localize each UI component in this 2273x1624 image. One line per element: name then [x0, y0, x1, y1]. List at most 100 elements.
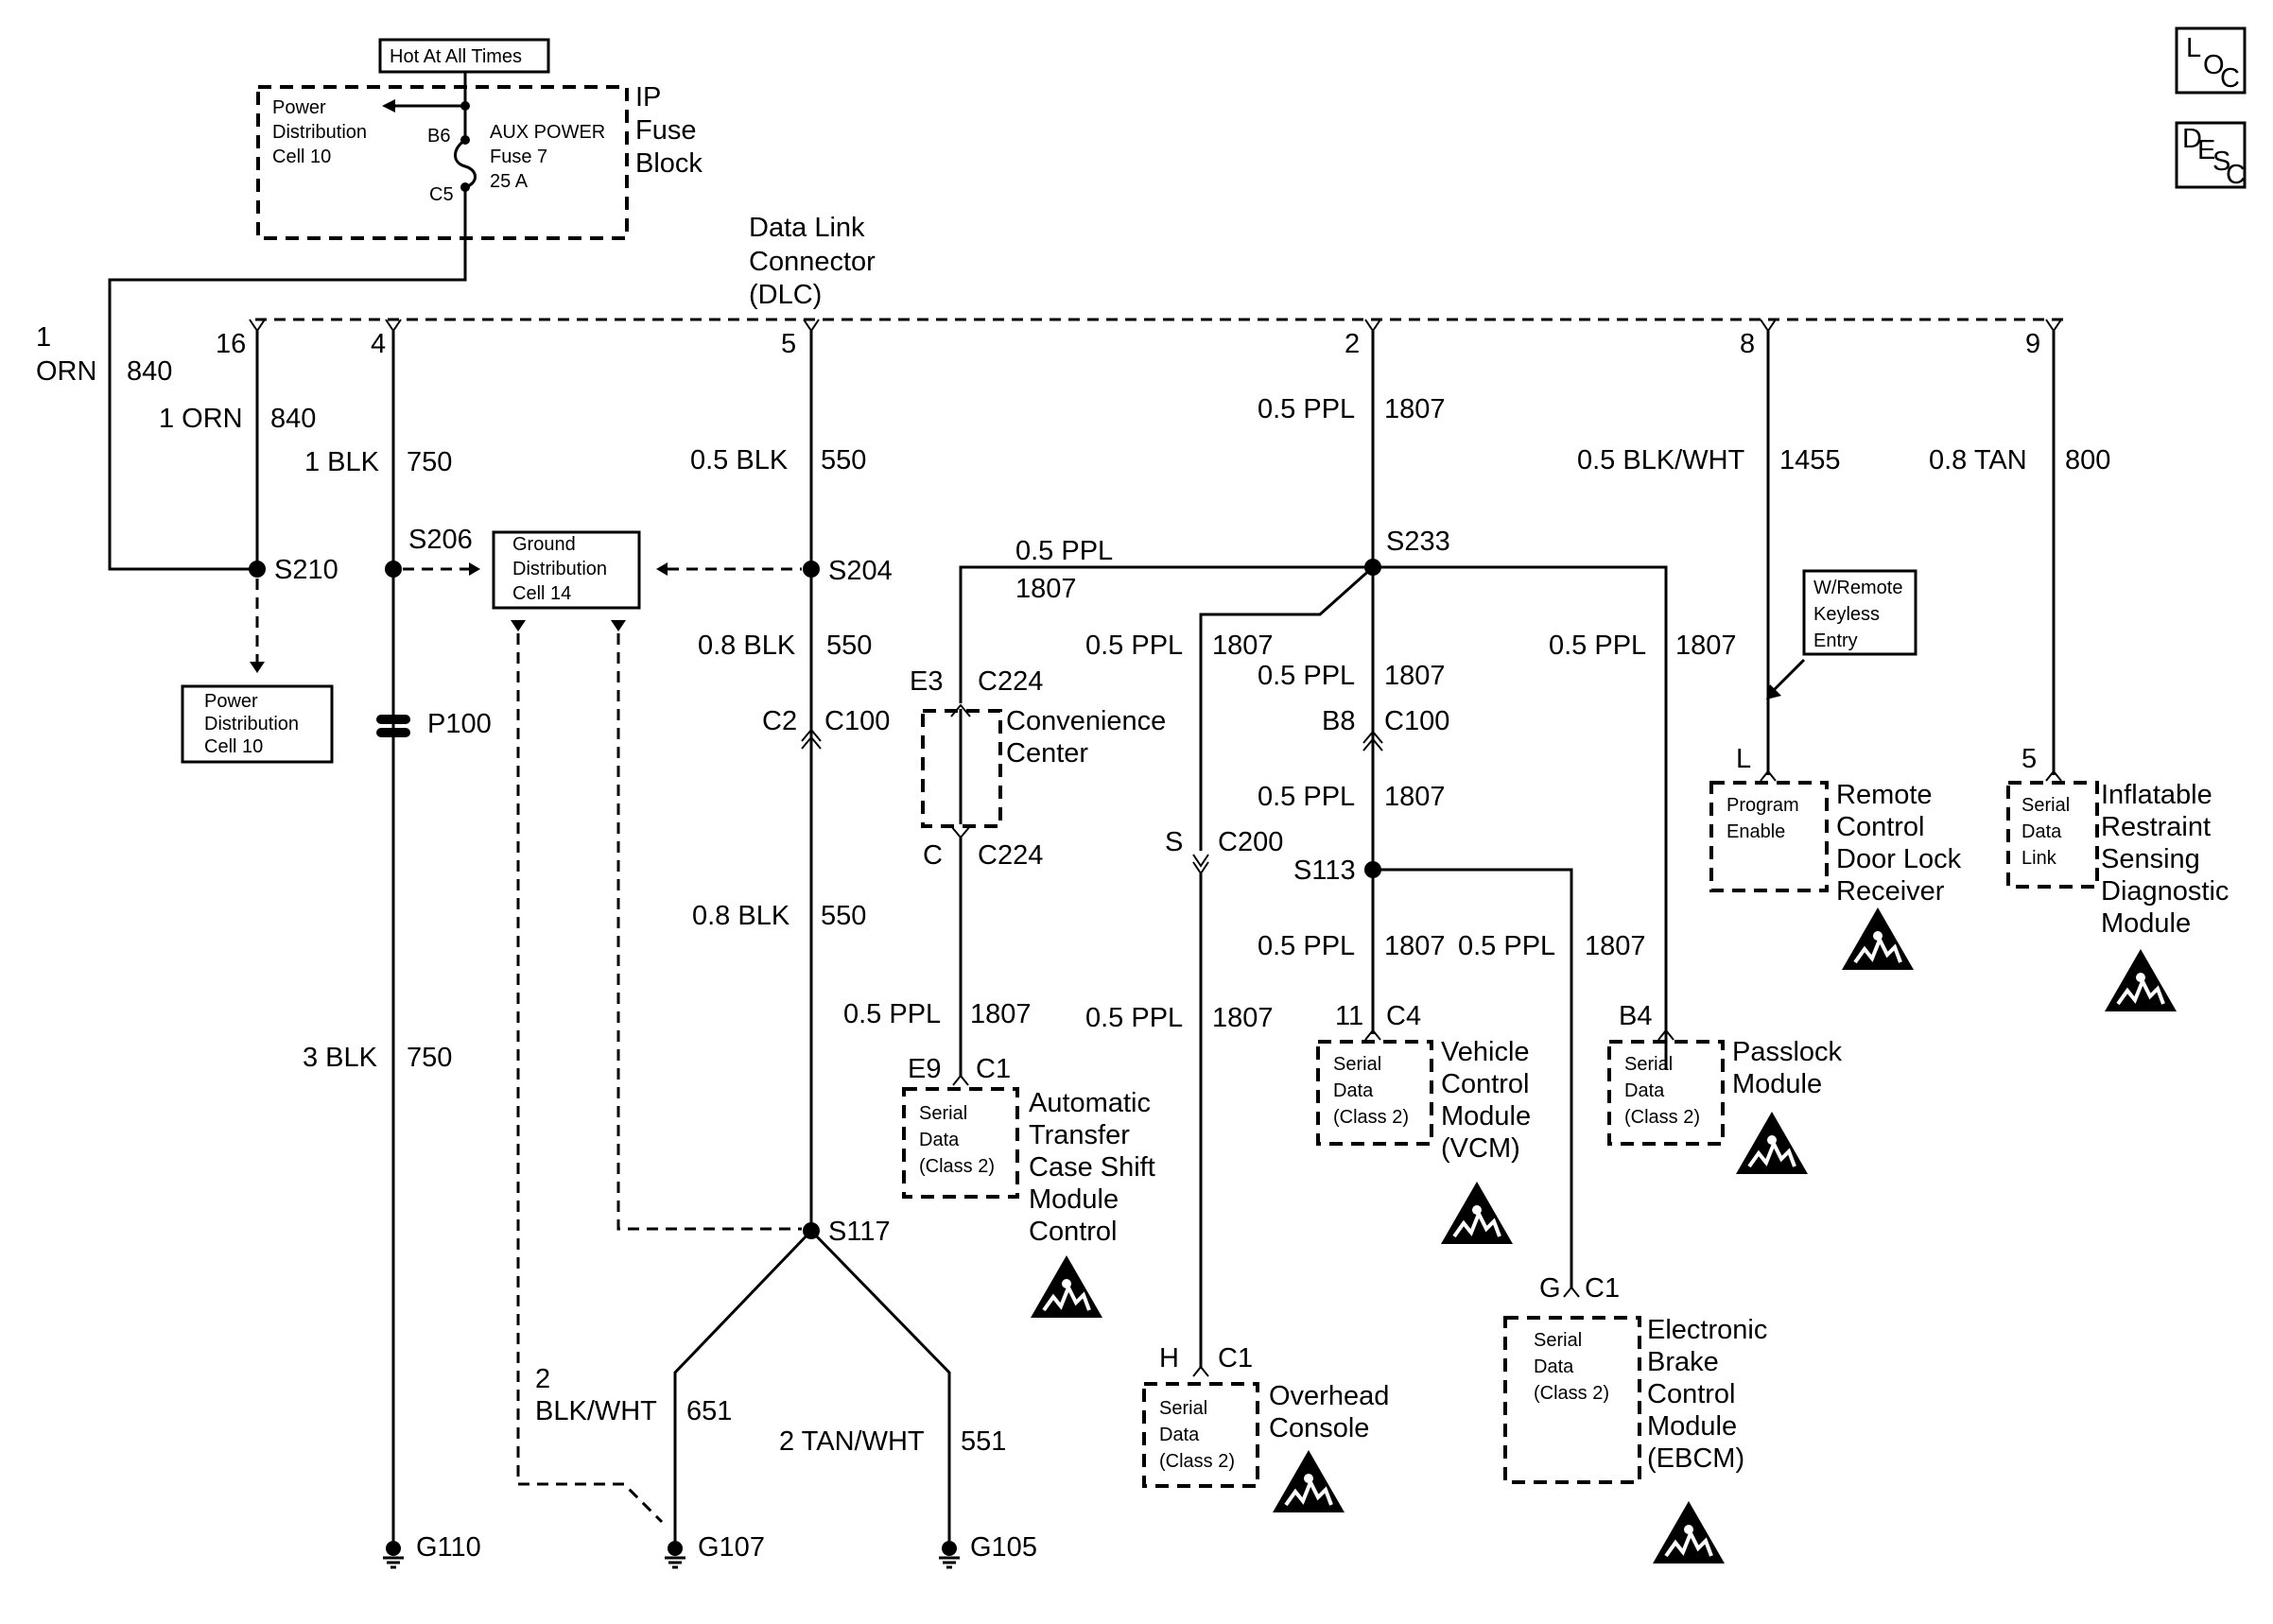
svg-text:Fuse: Fuse: [635, 115, 696, 146]
ebcm-serial-data-box: Serial Data (Class 2): [1503, 1316, 1641, 1484]
wire-label-08tan-800: 0.8 TAN 800: [1929, 445, 2110, 475]
svg-text:1807: 1807: [1384, 782, 1446, 812]
svg-text:0.5 PPL: 0.5 PPL: [1258, 782, 1355, 812]
svg-text:Electronic: Electronic: [1647, 1315, 1767, 1345]
wire-label-1orn-840-b: 1 ORN 840: [159, 404, 316, 434]
svg-text:G: G: [1539, 1273, 1561, 1304]
connector-p100: P100: [376, 709, 492, 739]
svg-text:Control: Control: [1647, 1379, 1736, 1409]
svg-text:Serial: Serial: [1333, 1054, 1381, 1075]
svg-text:Module: Module: [1441, 1101, 1531, 1132]
ground-g105-label: G105: [970, 1532, 1037, 1563]
svg-text:BLK/WHT: BLK/WHT: [535, 1396, 657, 1426]
svg-text:800: 800: [2065, 445, 2110, 475]
svg-text:1 BLK: 1 BLK: [304, 447, 380, 477]
svg-text:Data: Data: [1534, 1356, 1574, 1377]
ground-g110-label: G110: [416, 1532, 481, 1563]
svg-text:Serial: Serial: [1534, 1330, 1582, 1351]
svg-text:Vehicle: Vehicle: [1441, 1037, 1530, 1067]
svg-text:Data: Data: [1624, 1080, 1665, 1101]
svg-text:4: 4: [371, 329, 386, 359]
aux-power-fuse: B6 C5 AUX POWER Fuse 7 25 A: [382, 72, 605, 205]
connector-c-c224: C C224: [923, 825, 1043, 871]
wire-label-08blk-550-a: 0.8 BLK 550: [698, 631, 872, 661]
wire-label-05ppl-1807-right: 0.5 PPL 1807: [1549, 631, 1737, 661]
wire-label-05ppl-1807-left: 0.5 PPL 1807: [1085, 631, 1274, 661]
svg-text:B8: B8: [1322, 706, 1355, 736]
svg-text:1 ORN: 1 ORN: [159, 404, 243, 434]
svg-text:0.5 BLK/WHT: 0.5 BLK/WHT: [1577, 445, 1745, 475]
svg-text:1455: 1455: [1779, 445, 1841, 475]
wire-label-2tanwht-551: 2 TAN/WHT 551: [779, 1426, 1006, 1457]
svg-text:2: 2: [1345, 329, 1360, 359]
ground-dist-dashed-s117: [616, 633, 802, 1231]
svg-text:E9: E9: [908, 1054, 941, 1084]
svg-text:Console: Console: [1269, 1413, 1369, 1443]
svg-text:Cell 10: Cell 10: [272, 147, 331, 167]
svg-text:0.8 BLK: 0.8 BLK: [698, 631, 796, 661]
svg-text:C224: C224: [978, 840, 1043, 871]
svg-text:O: O: [2203, 50, 2225, 80]
passlock-serial-data-box: Serial Data (Class 2): [1607, 1040, 1725, 1146]
svg-text:Cell 10: Cell 10: [204, 736, 263, 757]
splice-s204: [803, 561, 820, 578]
svg-text:Data: Data: [919, 1130, 960, 1150]
connector-g-c1: G C1: [1539, 1273, 1620, 1304]
passlock-label: Passlock Module: [1732, 1037, 1843, 1099]
wire-label-05ppl-1807-bus: 0.5 PPL 1807: [1015, 536, 1113, 604]
connector-b8-c100: B8 C100: [1322, 706, 1449, 752]
svg-text:Remote: Remote: [1836, 780, 1933, 810]
svg-text:C100: C100: [1384, 706, 1449, 736]
svg-text:Distribution: Distribution: [272, 122, 367, 143]
svg-text:B6: B6: [427, 126, 450, 147]
svg-text:D: D: [2182, 124, 2202, 154]
svg-text:Overhead: Overhead: [1269, 1381, 1389, 1411]
splice-s210-label: S210: [274, 555, 338, 585]
svg-text:0.5 PPL: 0.5 PPL: [1015, 536, 1113, 566]
connector-s-c200: S C200: [1165, 827, 1283, 875]
svg-text:1807: 1807: [1384, 394, 1446, 424]
svg-text:C1: C1: [1585, 1273, 1620, 1304]
svg-text:2 TAN/WHT: 2 TAN/WHT: [779, 1426, 925, 1457]
svg-text:0.5 PPL: 0.5 PPL: [1549, 631, 1646, 661]
wire-840-orn-feed: [108, 187, 467, 571]
wire-label-05blkwht-1455: 0.5 BLK/WHT 1455: [1577, 445, 1841, 475]
svg-text:W/Remote: W/Remote: [1813, 578, 1902, 598]
svg-text:H: H: [1159, 1343, 1179, 1373]
svg-text:1807: 1807: [1585, 931, 1646, 961]
svg-text:P100: P100: [427, 709, 492, 739]
atcsm-serial-data-box: Serial Data (Class 2): [902, 1087, 1019, 1199]
wire-label-05ppl-1807-top: 0.5 PPL 1807: [1258, 394, 1446, 424]
svg-text:550: 550: [821, 901, 866, 931]
connector-h-c1: H C1: [1159, 1343, 1253, 1377]
svg-text:E3: E3: [910, 666, 943, 697]
svg-text:9: 9: [2025, 329, 2040, 359]
svg-text:Module: Module: [1647, 1411, 1737, 1442]
dlc-pin-5: 5: [781, 319, 820, 359]
svg-text:(DLC): (DLC): [749, 280, 822, 310]
svg-text:0.5 PPL: 0.5 PPL: [1085, 1003, 1183, 1033]
wire-label-05ppl-1807-b8: 0.5 PPL 1807: [1258, 782, 1446, 812]
svg-text:840: 840: [270, 404, 316, 434]
svg-text:Link: Link: [2021, 848, 2057, 869]
atcsm-label: Automatic Transfer Case Shift Module Con…: [1029, 1088, 1155, 1247]
svg-text:Module: Module: [1732, 1069, 1822, 1099]
wire-label-2blkwht-651: 2 BLK/WHT 651: [535, 1364, 732, 1426]
loc-icon: L O C: [2175, 26, 2247, 95]
connector-c4: 11 C4: [1335, 1001, 1421, 1041]
svg-text:11: 11: [1335, 1001, 1363, 1031]
svg-text:Enable: Enable: [1726, 821, 1785, 842]
svg-text:Cell 14: Cell 14: [512, 583, 571, 604]
svg-text:C1: C1: [1218, 1343, 1253, 1373]
splice-s113-label: S113: [1293, 855, 1356, 886]
ip-fuse-block-box: [256, 85, 629, 240]
svg-text:Sensing: Sensing: [2101, 844, 2200, 874]
svg-text:IP: IP: [635, 82, 661, 112]
wire-label-05ppl-1807-ebcm: 0.5 PPL 1807: [1458, 931, 1646, 961]
svg-text:1807: 1807: [1212, 631, 1274, 661]
svg-text:(Class 2): (Class 2): [919, 1156, 995, 1177]
power-distribution-top-ref: Power Distribution Cell 10: [272, 97, 367, 167]
dlc-pin-9: 9: [2025, 319, 2062, 359]
splice-s117-label: S117: [828, 1217, 891, 1247]
